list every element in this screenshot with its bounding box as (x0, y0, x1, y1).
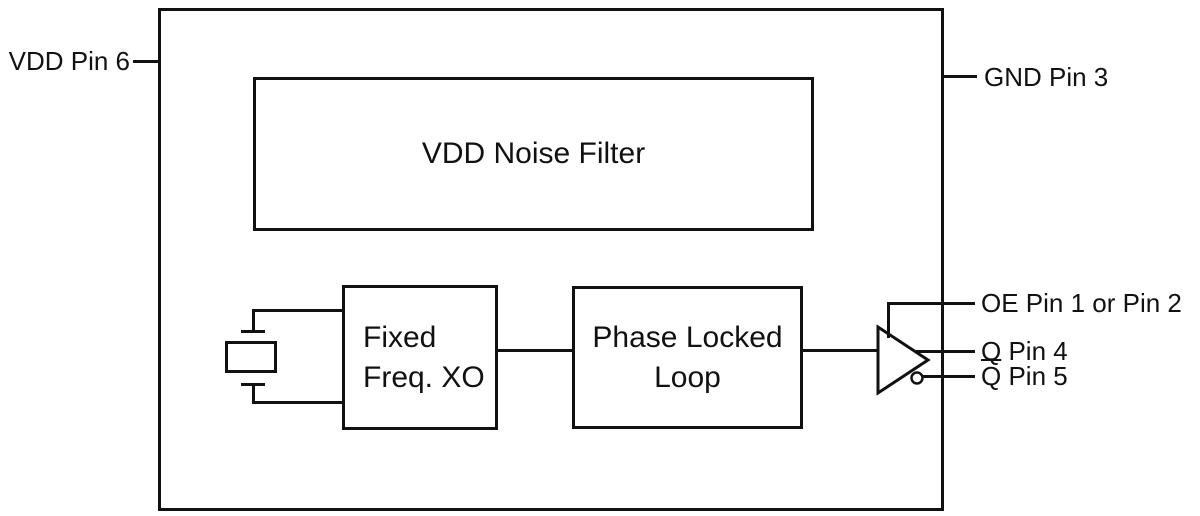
pin-label-q-bar-overline: Q (981, 361, 1002, 391)
wire-xo-to-pll (498, 349, 572, 352)
wire-gnd-tick (942, 75, 977, 78)
crystal-bottom-wire (252, 401, 342, 404)
crystal-bottom-lead (252, 383, 255, 404)
fixed-freq-xo-block: Fixed Freq. XO (342, 285, 498, 430)
crystal-top-lead (252, 309, 255, 333)
wire-q (916, 350, 975, 353)
wire-vdd-tick (133, 60, 160, 63)
crystal-top-wire (252, 309, 342, 312)
inversion-bubble-icon (910, 371, 924, 385)
pin-label-q-bar-rest: Pin 5 (1001, 361, 1068, 391)
wire-oe (887, 302, 975, 305)
fixed-freq-xo-label-line2: Freq. XO (363, 360, 485, 394)
pll-label-line1: Phase Locked (592, 320, 783, 354)
pin-label-vdd: VDD Pin 6 (8, 46, 130, 76)
pll-block: Phase Locked Loop (572, 286, 803, 429)
pin-label-q: Q Pin 4 (981, 336, 1068, 366)
crystal-top-plate (241, 330, 265, 333)
pll-label-line2: Loop (654, 360, 721, 394)
fixed-freq-xo-label-line1: Fixed (363, 320, 437, 354)
pin-label-q-bar: Q Pin 5 (981, 363, 1068, 389)
vdd-noise-filter-block: VDD Noise Filter (253, 77, 814, 231)
wire-oe-vertical (887, 302, 890, 338)
wire-q-bar (922, 375, 975, 378)
wire-pll-to-buffer (803, 349, 880, 352)
pin-label-oe: OE Pin 1 or Pin 2 (981, 288, 1182, 318)
crystal-icon (225, 341, 277, 373)
output-buffer-icon (876, 324, 931, 396)
vdd-noise-filter-label: VDD Noise Filter (421, 137, 646, 170)
pin-label-gnd: GND Pin 3 (984, 62, 1109, 92)
